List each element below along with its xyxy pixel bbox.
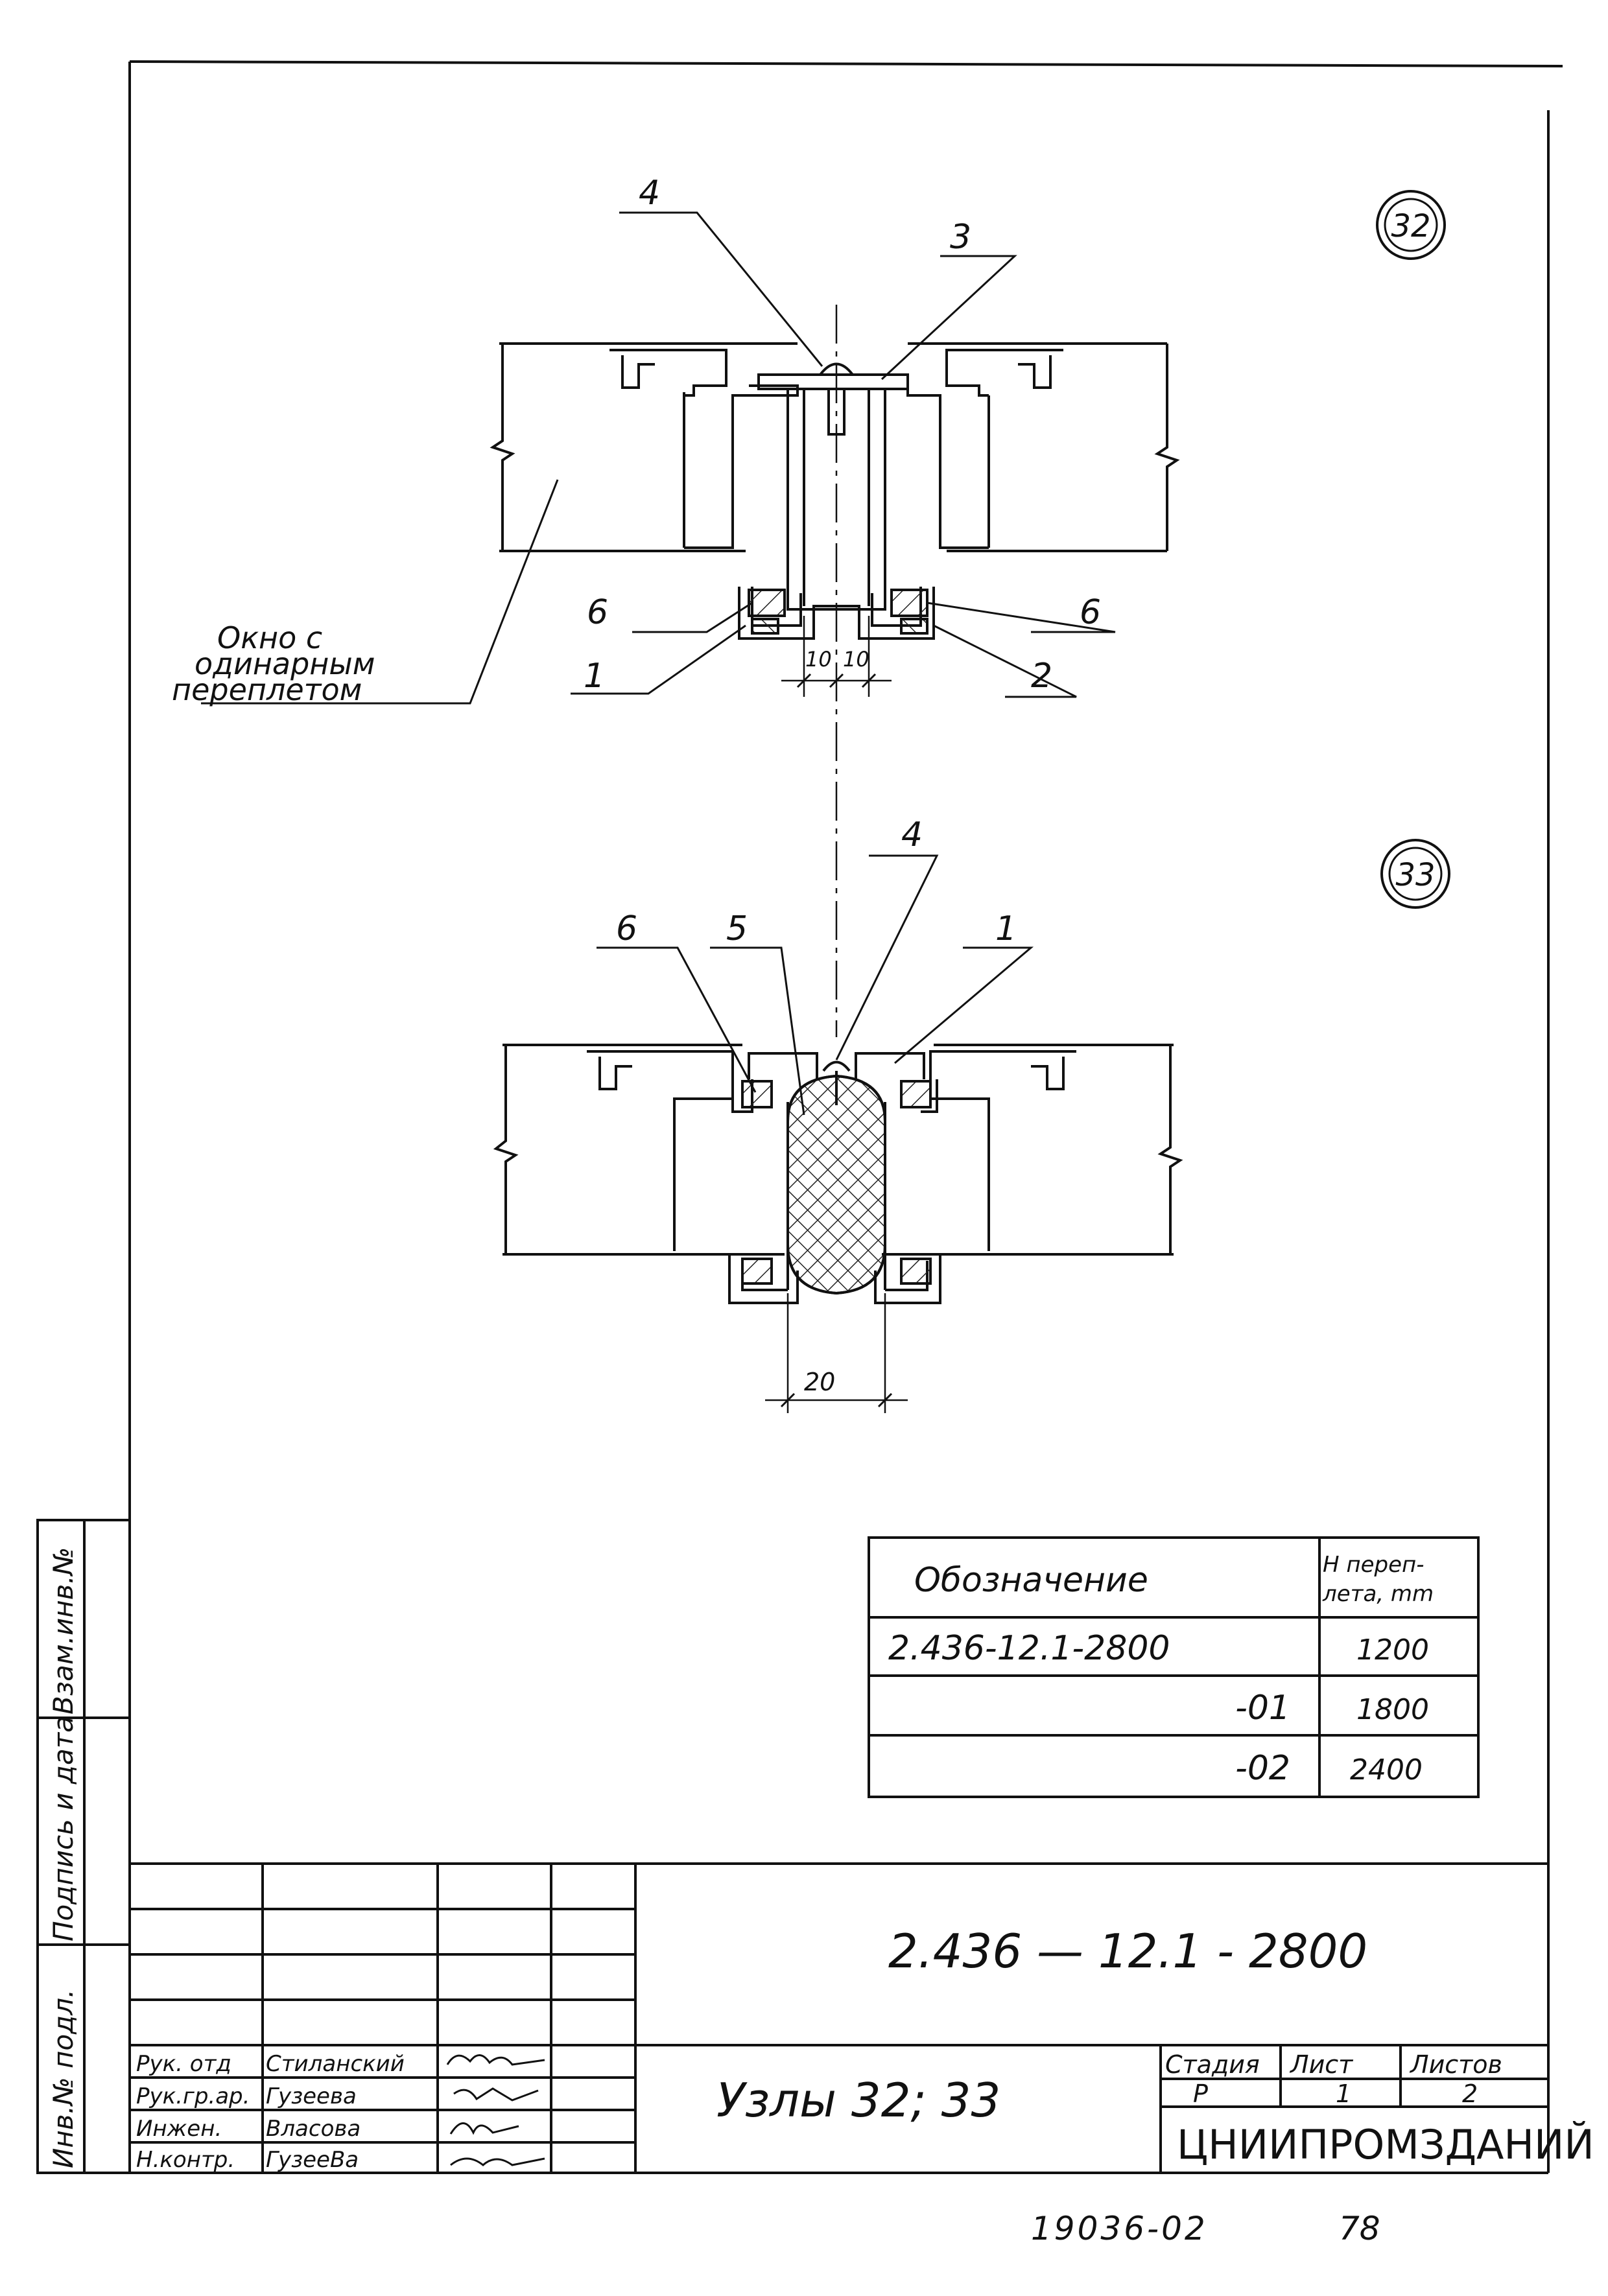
spec-header-designation: Обозначение: [914, 1561, 1148, 1600]
signer-3-role: Инжен.: [136, 2116, 222, 2142]
spec-row-2-designation: -01: [1235, 1689, 1290, 1728]
spec-row-1-height: 1200: [1356, 1634, 1429, 1667]
spec-table: [868, 1536, 1480, 1798]
signer-1-role: Рук. отд: [136, 2051, 231, 2077]
node-32-badge: 32: [1376, 190, 1446, 260]
signer-3-name: Власова: [266, 2116, 361, 2142]
node-32-dim-left: 10: [805, 647, 832, 672]
stamp-sign-date: Подпись и дата: [47, 1716, 79, 1941]
node-32-dim-right: 10: [843, 647, 869, 672]
spec-row-2-height: 1800: [1356, 1693, 1429, 1726]
node-33-badge: 33: [1380, 839, 1450, 909]
node-33-drawing: [493, 1044, 1183, 1413]
signer-1-name: Стиланский: [266, 2051, 405, 2077]
footer-code: 19036-02: [1031, 2210, 1208, 2247]
sheets-label: Листов: [1409, 2050, 1502, 2079]
title-block: [130, 1862, 1548, 2173]
document-code: 2.436 — 12.1 - 2800: [888, 1924, 1367, 1978]
node-33-callout-6: 6: [616, 909, 637, 948]
spec-row-1-designation: 2.436-12.1-2800: [888, 1629, 1170, 1668]
signer-2-role: Рук.гр.ар.: [136, 2083, 250, 2109]
spec-header-height-1: Н переп-: [1323, 1552, 1425, 1578]
organization-name: ЦНИИПРОМЗДАНИЙ: [1177, 2121, 1594, 2168]
node-33-callout-5: 5: [726, 909, 748, 948]
window-label-line-2: одинарным: [195, 646, 375, 681]
signer-4-role: Н.контр.: [136, 2147, 235, 2173]
sheet-value: 1: [1336, 2079, 1351, 2108]
node-32-callout-2: 2: [1031, 657, 1052, 696]
node-32-number: 32: [1391, 208, 1430, 244]
spec-header-height-2: лета, mm: [1322, 1581, 1434, 1607]
node-32-callout-1: 1: [584, 657, 605, 696]
node-33-number: 33: [1395, 857, 1435, 893]
footer-page: 78: [1339, 2210, 1380, 2247]
node-32-leaders: [201, 211, 1116, 705]
stamp-inv-orig: Инв.№ подл.: [47, 1989, 79, 2168]
stamp-replace-inv: Взам.инв.№: [47, 1547, 79, 1715]
spec-row-3-height: 2400: [1350, 1753, 1423, 1786]
stage-value: Р: [1193, 2079, 1208, 2108]
signer-4-name: ГузееВа: [266, 2147, 359, 2173]
window-label-line-3: переплетом: [172, 672, 362, 707]
node-32-callout-6-left: 6: [587, 593, 608, 632]
node-33-dim-20: 20: [804, 1368, 835, 1396]
node-33-leaders: [597, 854, 1034, 1116]
side-stamp: [36, 1519, 131, 2174]
node-32-callout-4: 4: [639, 174, 660, 213]
node-32-callout-6-right: 6: [1080, 593, 1101, 632]
sheet-label: Лист: [1289, 2050, 1354, 2079]
sheets-value: 2: [1462, 2079, 1478, 2108]
signatures: [446, 2054, 545, 2166]
node-33-callout-4: 4: [901, 815, 923, 854]
drawing-title: Узлы 32; 33: [716, 2073, 1000, 2127]
stage-label: Стадия: [1165, 2050, 1260, 2079]
node-32-callout-3: 3: [950, 218, 971, 257]
spec-row-3-designation: -02: [1235, 1749, 1290, 1788]
window-label-line-1: Окно с: [217, 620, 322, 655]
node-33-callout-1: 1: [995, 909, 1017, 948]
node-32-drawing: [490, 305, 1180, 1037]
signer-2-name: Гузеева: [266, 2083, 357, 2109]
